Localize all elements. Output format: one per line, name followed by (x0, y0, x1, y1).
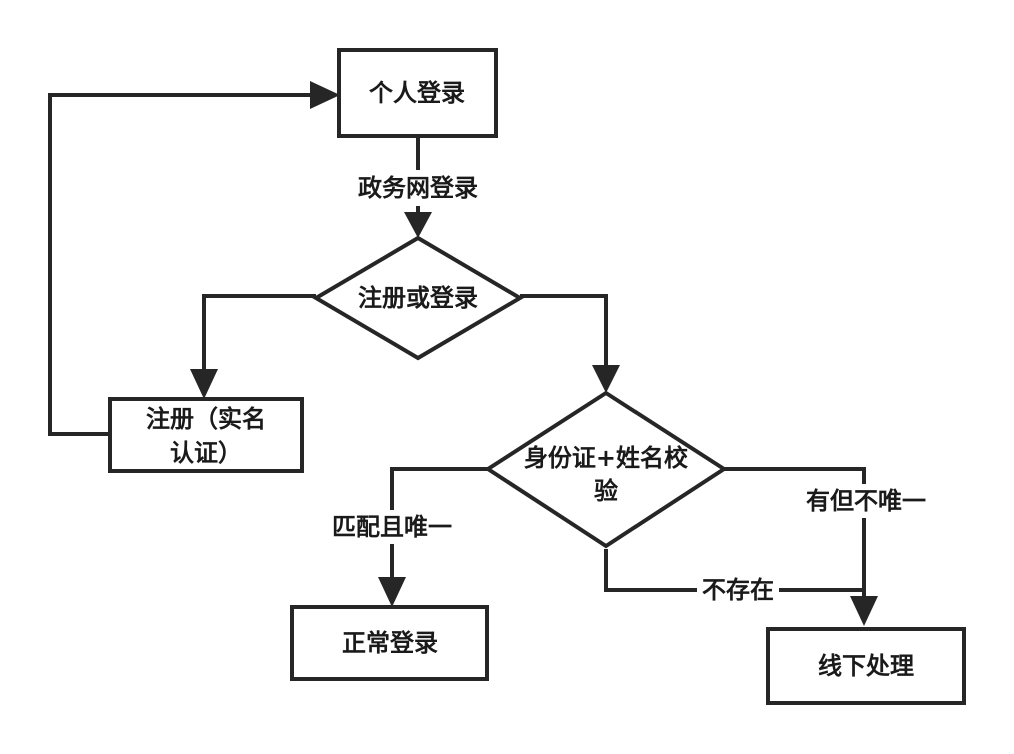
edge-label-gov-login: 政务网登录 (358, 174, 478, 202)
arrowhead-to-normal (378, 577, 406, 607)
label-offline: 线下处理 (818, 652, 914, 680)
node-register (108, 397, 304, 473)
node-personal-login (337, 48, 498, 138)
node-normal-login (290, 605, 489, 681)
label-normal-login: 正常登录 (342, 629, 438, 657)
connectors (48, 93, 866, 597)
arrowhead-to-register (190, 369, 218, 399)
label-register-line2: 认证） (170, 439, 242, 467)
arrowhead-to-offline (850, 596, 878, 626)
label-register-line1: 注册（实名 (146, 405, 266, 433)
node-offline (766, 627, 966, 705)
arrowhead-to-choice (404, 212, 432, 238)
edge-label-bg-notunique (798, 484, 934, 518)
node-register-or-login (312, 235, 524, 361)
edge-choice-to-register (202, 294, 316, 376)
label-verify-line1: 身份证+姓名校 (524, 444, 689, 472)
label-register-or-login: 注册或登录 (358, 284, 478, 312)
node-verify (484, 390, 728, 549)
edge-label-not-unique: 有但不唯一 (806, 487, 926, 515)
arrowhead-to-verify (592, 365, 620, 393)
edge-verify-to-normal (390, 467, 488, 582)
label-verify-line2: 验 (594, 477, 618, 505)
edge-label-not-exist: 不存在 (702, 576, 774, 604)
edge-register-loop (48, 93, 315, 436)
label-personal-login: 个人登录 (369, 79, 465, 107)
arrowhead-to-login (310, 81, 340, 109)
edge-label-bg-match (322, 510, 462, 544)
arrowheads (190, 81, 878, 626)
edge-choice-to-verify (520, 294, 608, 372)
edge-label-match-unique: 匹配且唯一 (332, 513, 452, 541)
edge-label-bg-notexist (697, 574, 779, 606)
edge-label-bg-gov (345, 170, 491, 206)
edge-verify-to-offline-right (724, 467, 866, 597)
